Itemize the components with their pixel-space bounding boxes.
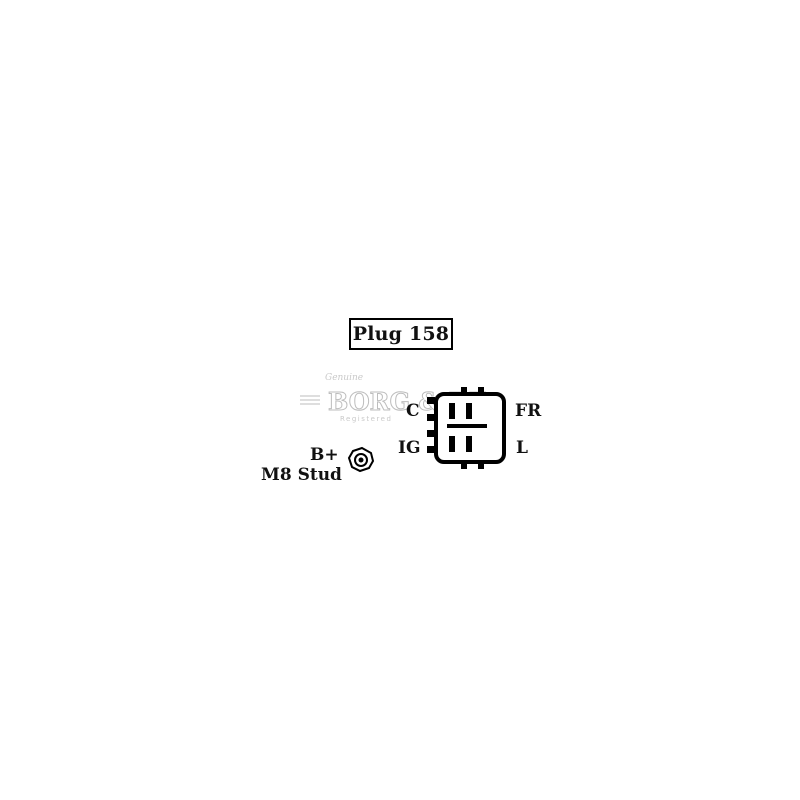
stud-size-label: M8 Stud <box>261 465 342 485</box>
plug-title-box: Plug 158 <box>349 318 453 350</box>
pin-l <box>466 436 472 452</box>
pin-ig <box>449 436 455 452</box>
plug-title: Plug 158 <box>352 323 450 345</box>
pin-label-l: L <box>516 438 528 458</box>
pin-fr <box>466 403 472 419</box>
b-plus-stud-nut <box>347 446 375 473</box>
watermark-tagline: Registered <box>340 415 392 423</box>
watermark-script: Genuine <box>325 373 363 383</box>
connector-housing <box>427 387 506 469</box>
pin-label-ig: IG <box>398 438 421 458</box>
pin-c <box>449 403 455 419</box>
pin-label-c: C <box>406 401 420 421</box>
pin-label-fr: FR <box>515 401 542 421</box>
stud-terminal-label: B+ <box>310 445 339 465</box>
